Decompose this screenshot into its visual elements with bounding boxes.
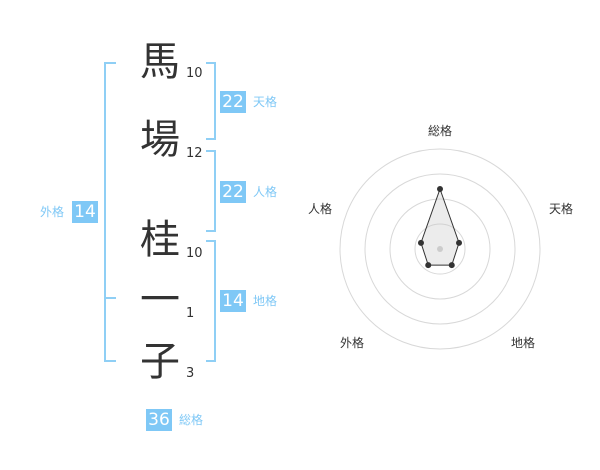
- radar-point-2: [448, 262, 455, 269]
- gaikaku-label: 外格: [40, 205, 65, 219]
- chikaku-bracket: [206, 240, 216, 362]
- gaikaku-value: 14: [72, 201, 98, 223]
- stroke-count-4: 1: [186, 306, 195, 321]
- gaikaku-divider: [104, 297, 116, 299]
- radar-label-chikaku: 地格: [511, 336, 536, 350]
- name-char-5: 子: [140, 339, 180, 385]
- radar-grid-ring: [364, 173, 516, 325]
- name-char-4: 一: [140, 277, 180, 323]
- radar-grid-ring: [339, 148, 541, 350]
- radar-label-soukaku: 総格: [428, 124, 453, 138]
- radar-polygon: [420, 187, 460, 266]
- stroke-count-3: 10: [186, 246, 203, 261]
- radar-point-4: [417, 239, 424, 246]
- jinkaku-value: 22: [220, 181, 246, 203]
- stroke-count-1: 10: [186, 66, 203, 81]
- radar-point-0: [437, 186, 443, 192]
- chikaku-label: 地格: [253, 294, 278, 308]
- radar-label-gaikaku: 外格: [340, 336, 365, 350]
- radar-center-dot: [437, 246, 443, 252]
- radar-label-jinkaku: 人格: [308, 202, 333, 216]
- jinkaku-bracket: [206, 150, 216, 232]
- soukaku-label: 総格: [179, 413, 204, 427]
- tenkaku-value: 22: [220, 91, 246, 113]
- jinkaku-label: 人格: [253, 185, 278, 199]
- radar-grid-ring: [389, 198, 491, 300]
- radar-label-tenkaku: 天格: [549, 202, 574, 216]
- name-char-2: 場: [140, 117, 180, 163]
- radar-grid-ring: [414, 223, 466, 275]
- name-char-3: 桂: [140, 217, 180, 263]
- chikaku-value: 14: [220, 290, 246, 312]
- tenkaku-label: 天格: [253, 95, 278, 109]
- tenkaku-bracket: [206, 62, 216, 140]
- stroke-count-2: 12: [186, 146, 203, 161]
- name-char-1: 馬: [140, 39, 180, 85]
- stroke-count-5: 3: [186, 366, 195, 381]
- radar-point-1: [456, 239, 463, 246]
- radar-point-3: [425, 262, 432, 269]
- gaikaku-bracket: [104, 62, 116, 362]
- soukaku-value: 36: [146, 409, 172, 431]
